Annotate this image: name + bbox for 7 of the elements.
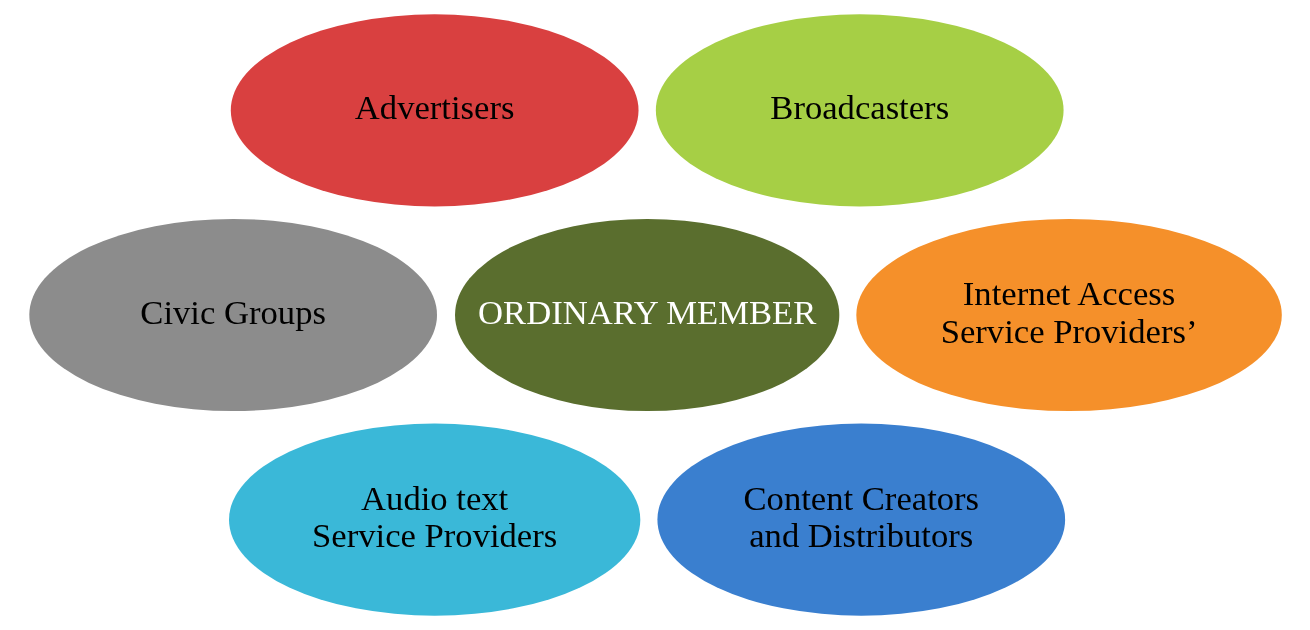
node-ellipse: Content Creators and Distributors [656,423,1065,616]
node-ellipse: ORDINARY MEMBER [454,218,839,412]
node-ellipse: Internet Access Service Providers’ [855,218,1282,412]
node-ellipse: Audio text Service Providers [228,423,640,616]
node-ellipse: Civic Groups [28,218,437,412]
node-ellipse: Advertisers [230,14,638,207]
node-ellipse: Broadcasters [655,14,1064,207]
